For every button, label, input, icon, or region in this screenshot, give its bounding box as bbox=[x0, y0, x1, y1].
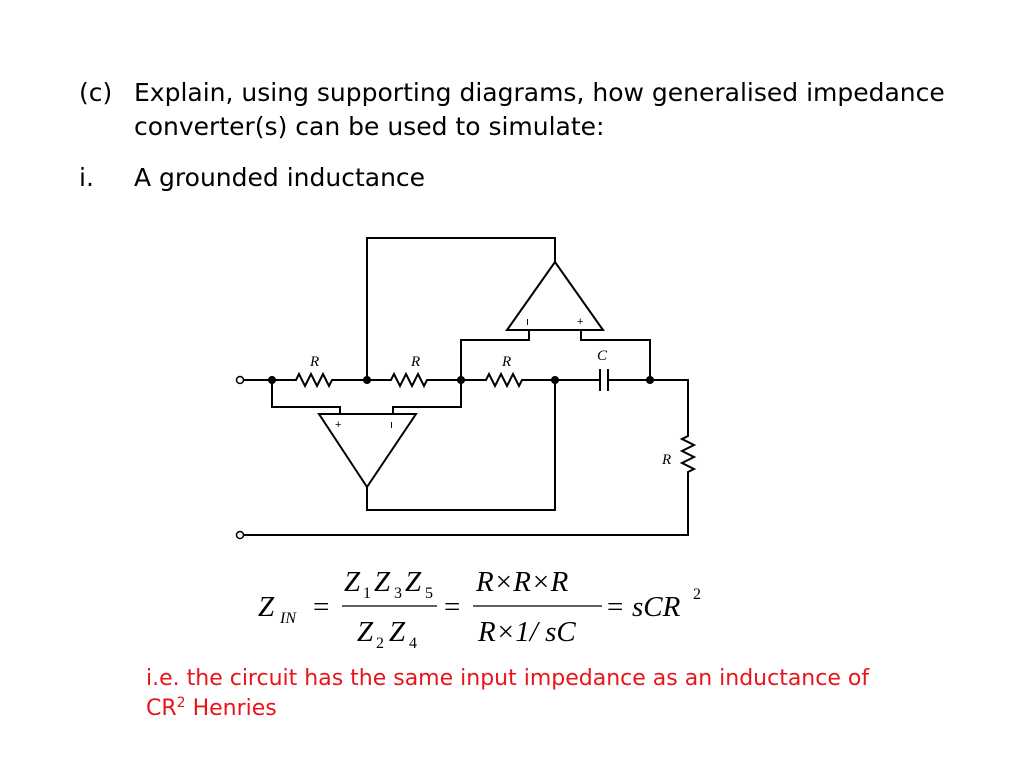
conclusion-line-2: CR2 Henries bbox=[146, 694, 946, 724]
formula-mid-denominator: R×1/ sC bbox=[477, 616, 576, 648]
label-r1: R bbox=[309, 354, 319, 370]
formula-result-sup: 2 bbox=[693, 586, 701, 603]
conclusion-line-1: i.e. the circuit has the same input impe… bbox=[146, 666, 870, 691]
formula-den-z4: Z bbox=[389, 616, 406, 648]
question-text: Explain, using supporting diagrams, how … bbox=[134, 78, 945, 141]
subquestion-text: A grounded inductance bbox=[134, 163, 426, 192]
formula-num-z3-sub: 3 bbox=[394, 585, 402, 602]
conclusion-cr-sup: 2 bbox=[176, 695, 186, 711]
conclusion-henries: Henries bbox=[185, 696, 277, 721]
subquestion-label: i. bbox=[79, 163, 94, 192]
label-c: C bbox=[597, 348, 608, 364]
formula-num-z1: Z bbox=[344, 566, 361, 598]
label-r4: R bbox=[661, 452, 671, 468]
junction-dots bbox=[268, 376, 654, 384]
formula-num-z1-sub: 1 bbox=[363, 585, 371, 602]
label-r2: R bbox=[410, 354, 420, 370]
opamp-lower-minus-wire bbox=[392, 380, 462, 414]
opamp-upper-minus-sign: ı bbox=[526, 316, 529, 328]
formula-eq-2: = bbox=[444, 591, 460, 623]
main-wire-chain bbox=[243, 369, 697, 536]
formula-den-z2: Z bbox=[357, 616, 374, 648]
feedback-wire-top bbox=[366, 237, 556, 380]
resistor-r-ground bbox=[243, 379, 697, 536]
formula-num-z5-sub: 5 bbox=[425, 585, 433, 602]
conclusion-note: i.e. the circuit has the same input impe… bbox=[146, 664, 946, 724]
formula-eq-1: = bbox=[313, 591, 329, 623]
resistor-r2 bbox=[367, 371, 461, 389]
resistor-r1 bbox=[272, 371, 367, 389]
formula-num-z5: Z bbox=[405, 566, 422, 598]
opamp-upper-plus-wire bbox=[580, 330, 651, 380]
opamp-lower bbox=[317, 413, 418, 489]
opamp-upper-minus-wire bbox=[460, 330, 530, 380]
capacitor-c bbox=[599, 369, 609, 391]
formula-num-z3: Z bbox=[374, 566, 391, 598]
formula-mid-numerator: R×R×R bbox=[475, 566, 569, 598]
opamp-upper bbox=[505, 260, 605, 331]
opamp-lower-output-wire bbox=[366, 380, 556, 511]
formula-z: Z bbox=[258, 591, 275, 623]
formula-result: sCR bbox=[632, 591, 681, 623]
formula-den-z2-sub: 2 bbox=[376, 635, 384, 652]
opamp-lower-minus-sign: ı bbox=[390, 419, 393, 431]
opamp-lower-plus-sign: + bbox=[335, 419, 341, 431]
opamp-upper-plus-sign: + bbox=[577, 316, 583, 328]
conclusion-cr: CR bbox=[146, 696, 177, 721]
resistor-r3 bbox=[461, 371, 555, 389]
question-label: (c) bbox=[79, 78, 113, 107]
opamp-lower-plus-wire bbox=[271, 380, 341, 414]
formula-den-z4-sub: 4 bbox=[409, 635, 417, 652]
formula-z-sub: IN bbox=[279, 610, 297, 627]
label-r3: R bbox=[501, 354, 511, 370]
formula-eq-3: = bbox=[607, 591, 623, 623]
